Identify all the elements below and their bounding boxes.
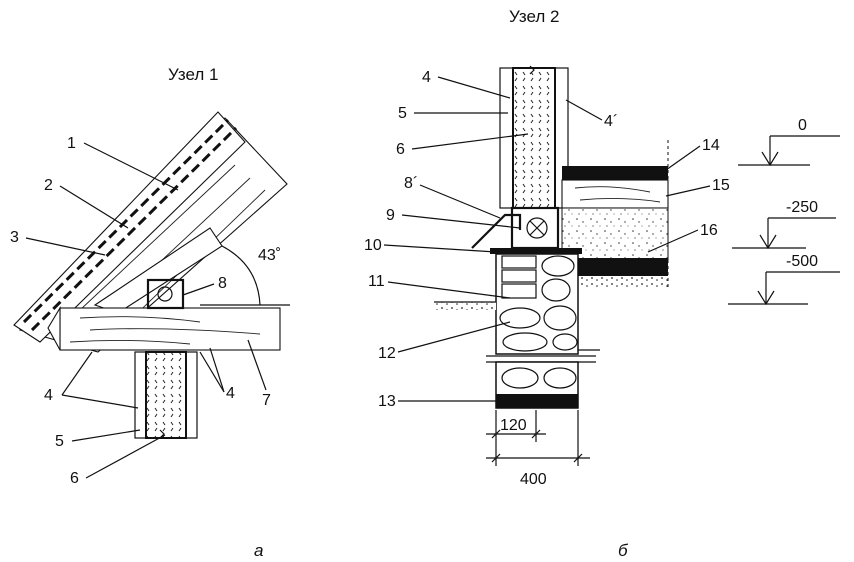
floor-finish (562, 166, 668, 180)
level-marker-500 (728, 271, 840, 306)
label-n2-11: 11 (368, 273, 385, 290)
angle-label: 43˚ (258, 247, 281, 264)
level-0: 0 (798, 117, 807, 134)
label-4a: 4 (44, 387, 53, 404)
dim-400: 400 (520, 471, 547, 488)
footing-base (496, 394, 578, 408)
label-6: 6 (70, 470, 79, 487)
dim-120: 120 (500, 417, 527, 434)
label-3: 3 (10, 229, 19, 246)
label-n2-15: 15 (712, 177, 730, 194)
waterproofing (490, 248, 582, 254)
label-n2-6: 6 (396, 141, 405, 158)
node2-title: Узел 2 (509, 7, 559, 26)
label-n2-4: 4 (422, 69, 431, 86)
label-n2-4prime: 4´ (604, 113, 618, 130)
label-7: 7 (262, 392, 271, 409)
block-8 (146, 278, 185, 310)
level-marker-0 (738, 135, 840, 167)
label-4b: 4 (226, 385, 235, 402)
label-n2-13: 13 (378, 393, 396, 410)
angle-arc (221, 245, 261, 306)
node1-labels: Узел 1 43˚ 1 2 3 8 4 4 7 5 6 а (10, 65, 281, 560)
floor-joist (561, 179, 669, 209)
caption-a: а (254, 541, 263, 560)
label-n2-8prime: 8´ (404, 175, 418, 192)
label-5: 5 (55, 433, 64, 450)
label-n2-14: 14 (702, 137, 720, 154)
label-n2-9: 9 (386, 207, 395, 224)
level-500: -500 (786, 253, 818, 270)
node2-labels: Узел 2 4 5 4´ 6 14 8´ 15 9 16 10 11 12 1… (364, 7, 818, 560)
tie-beam (59, 307, 281, 351)
caption-b: б (618, 541, 629, 560)
slab-base (575, 258, 668, 276)
label-n2-5: 5 (398, 105, 407, 122)
wall-insulation (512, 67, 556, 209)
label-2: 2 (44, 177, 53, 194)
node1-drawing (13, 111, 290, 439)
level-marker-250 (732, 217, 836, 250)
roof-deck (13, 111, 246, 343)
label-n2-10: 10 (364, 237, 382, 254)
label-8: 8 (218, 275, 227, 292)
plinth (495, 253, 579, 355)
flashing (471, 213, 522, 249)
node1-title: Узел 1 (168, 65, 218, 84)
label-1: 1 (67, 135, 76, 152)
node2-drawing (434, 65, 840, 466)
label-n2-16: 16 (700, 222, 718, 239)
label-n2-12: 12 (378, 345, 396, 362)
level-250: -250 (786, 199, 818, 216)
